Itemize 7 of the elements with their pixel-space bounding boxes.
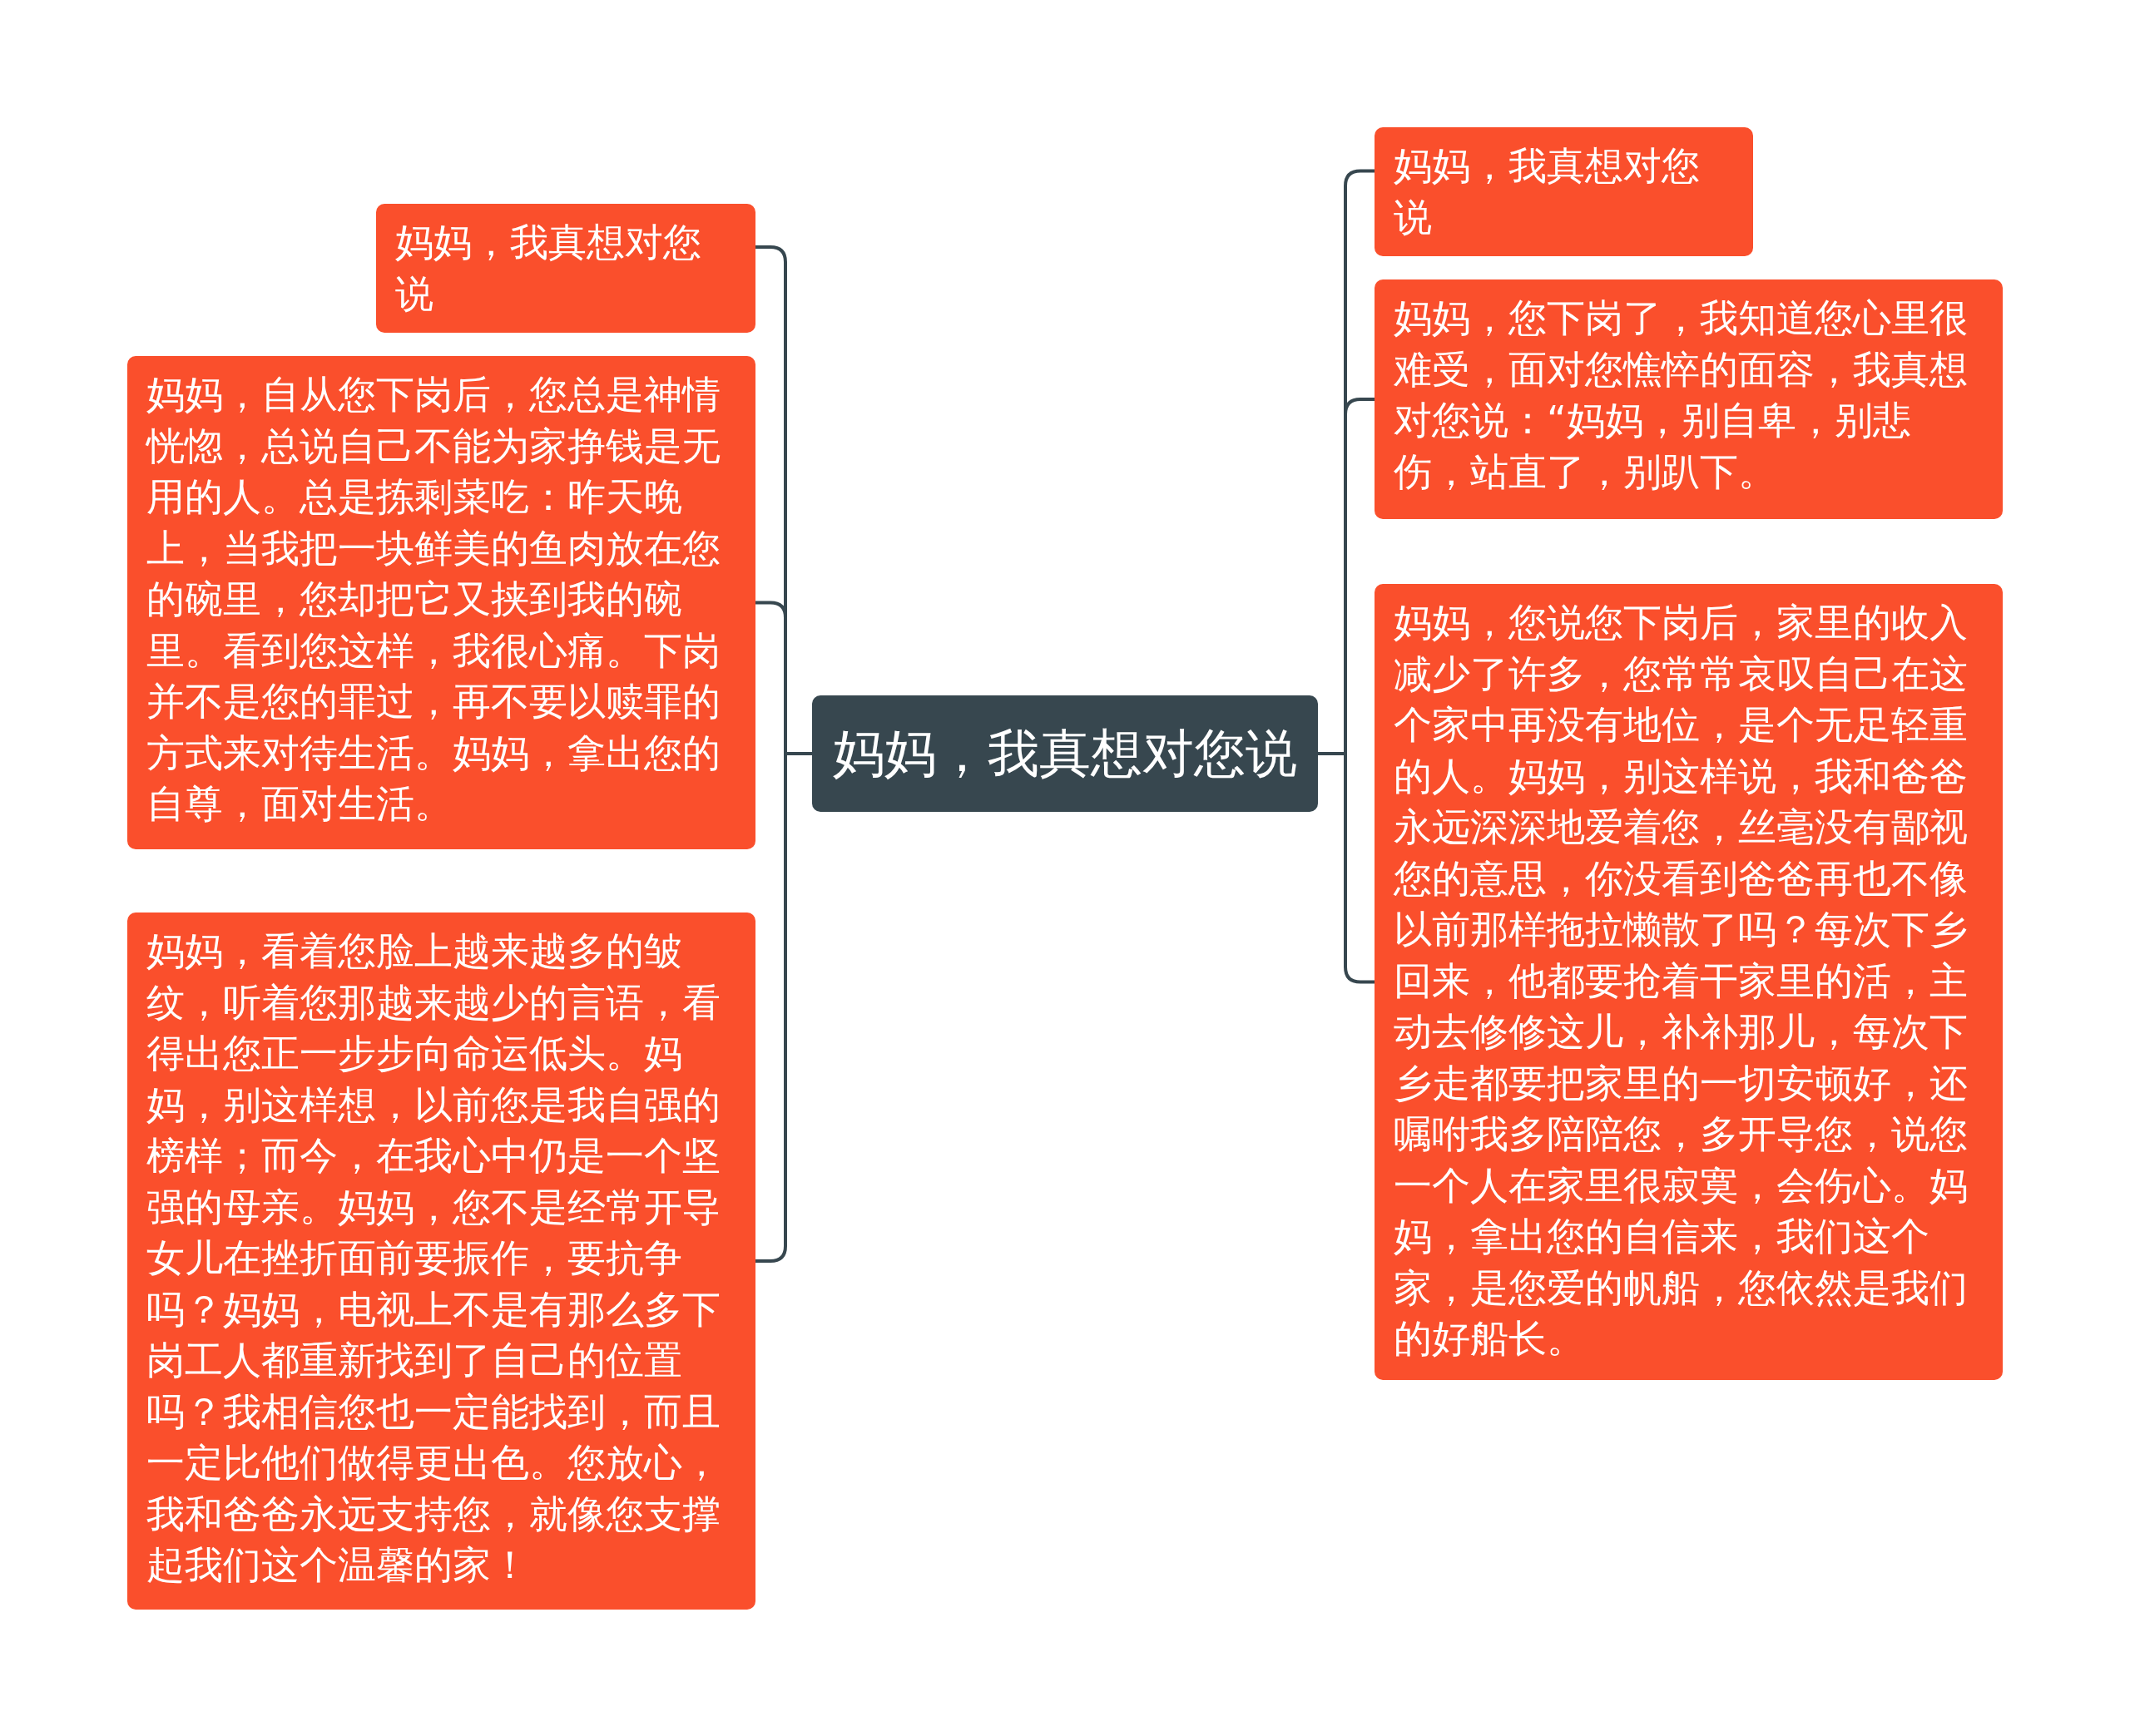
topic-box: 妈妈，自从您下岗后，您总是神情恍惚，总说自己不能为家挣钱是无用的人。总是拣剩菜吃：昨天晚上，当我把一块鲜美的鱼肉放在您的碗里，您却把它又挟到我的碗里。看到您这样，我很心痛。下岗并不是您的罪过，再不要以赎罪的方式来对待生活。妈妈，拿出您的自尊，面对生活。	[127, 356, 755, 849]
topic-box: 妈妈，看着您脸上越来越多的皱纹，听着您那越来越少的言语，看得出您正一步步向命运低头。妈妈，别这样想，以前您是我自强的榜样；而今，在我心中仍是一个坚强的母亲。妈妈，您不是经常开导女儿在挫折面前要振作，要抗争吗？妈妈，电视上不是有那么多下岗工人都重新找到了自己的位置吗？我相信您也一定能找到，而且一定比他们做得更出色。您放心，我和爸爸永远支持您，就像您支撑起我们这个温馨的家！	[127, 913, 755, 1610]
central-topic-box: 妈妈，我真想对您说	[812, 695, 1318, 812]
topic-box: 妈妈，您说您下岗后，家里的收入减少了许多，您常常哀叹自己在这个家中再没有地位，是个无足轻重的人。妈妈，别这样说，我和爸爸永远深深地爱着您，丝毫没有鄙视您的意思，你没看到爸爸再也不像以前那样拖拉懒散了吗？每次下乡回来，他都要抢着干家里的活，主动去修修这儿，补补那儿，每次下乡走都要把家里的一切安顿好，还嘱咐我多陪陪您，多开导您，说您一个人在家里很寂寞，会伤心。妈妈，拿出您的自信来，我们这个家，是您爱的帆船，您依然是我们的好船长。	[1375, 584, 2003, 1380]
topic-box: 妈妈，我真想对您说	[1375, 127, 1753, 256]
topic-box: 妈妈，我真想对您说	[376, 204, 755, 333]
topic-box: 妈妈，您下岗了，我知道您心里很难受，面对您憔悴的面容，我真想对您说：“妈妈，别自卑，别悲伤，站直了，别趴下。	[1375, 279, 2003, 519]
